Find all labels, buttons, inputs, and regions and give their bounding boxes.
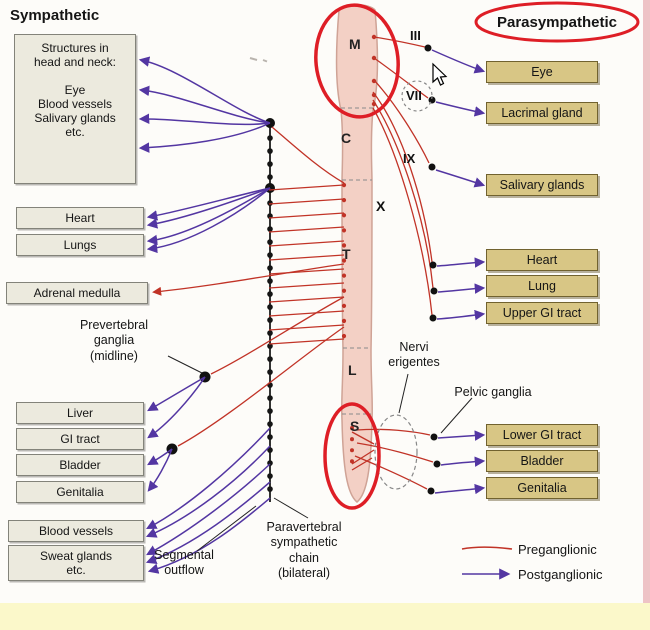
legend-preganglionic-line [461, 546, 513, 550]
nerve-ix-label: IX [403, 151, 416, 166]
right-box-lacrimal-gland: Lacrimal gland [486, 102, 598, 124]
nerve-iii-label: III [410, 28, 421, 43]
parasympathetic-heading: Parasympathetic [496, 14, 618, 31]
prevertebral-ganglia-dots [166, 371, 211, 455]
facial-nerve-circle [401, 80, 433, 112]
mouse-cursor-icon [432, 62, 448, 86]
prevertebral-ganglia-label: Prevertebral ganglia (midline) [79, 318, 149, 363]
segment-c: C [341, 130, 352, 146]
left-box-bladder: Bladder [16, 454, 144, 476]
highlight-ellipses [314, 1, 640, 510]
left-box-blood-vessels: Blood vessels [8, 520, 144, 542]
page-edge-pink [643, 0, 650, 604]
parasympathetic-highlight [474, 1, 640, 43]
parasympathetic-ganglia-dots [424, 44, 441, 495]
label-connectors [167, 355, 473, 552]
page-edge-yellow-band [0, 603, 650, 630]
sympathetic-chain [265, 118, 275, 502]
right-box-lung: Lung [486, 275, 598, 297]
cranial-outflow-highlight [314, 3, 400, 119]
segment-m: M [349, 36, 361, 52]
sympathetic-heading: Sympathetic [10, 7, 100, 24]
nervi-erigentes-circle [374, 414, 418, 490]
legend-lines [461, 546, 513, 580]
sacral-outflow-highlight [323, 402, 381, 510]
preganglionic-lines-right [350, 34, 434, 490]
left-box-sweat-glands: Sweat glands etc. [8, 545, 144, 581]
left-box-head-neck: Structures in head and neck: Eye Blood v… [14, 34, 136, 184]
segment-l: L [348, 362, 357, 378]
left-box-gi-tract: GI tract [16, 428, 144, 450]
preganglionic-lines-left [152, 126, 347, 447]
stray-marks [249, 57, 268, 63]
postganglionic-lines-right [431, 49, 486, 495]
nerve-vii-label: VII [406, 88, 422, 103]
right-box-heart: Heart [486, 249, 598, 271]
segmental-outflow-label: Segmental outflow [154, 548, 214, 578]
nerve-x-label: X [376, 198, 386, 214]
right-box-salivary-glands: Salivary glands [486, 174, 598, 196]
postganglionic-lines-left [138, 56, 271, 574]
segment-t: T [342, 246, 351, 262]
left-box-liver: Liver [16, 402, 144, 424]
legend-preganglionic-label: Preganglionic [518, 542, 597, 557]
nervi-erigentes-label: Nervi erigentes [388, 340, 440, 370]
right-box-lower-gi-tract: Lower GI tract [486, 424, 598, 446]
left-box-lungs: Lungs [16, 234, 144, 256]
left-box-adrenal-medulla: Adrenal medulla [6, 282, 148, 304]
right-box-genitalia: Genitalia [486, 477, 598, 499]
pelvic-ganglia-label: Pelvic ganglia [454, 385, 532, 399]
right-box-bladder: Bladder [486, 450, 598, 472]
paravertebral-chain-label: Paravertebral sympathetic chain (bilater… [266, 520, 342, 580]
right-box-upper-gi-tract: Upper GI tract [486, 302, 598, 324]
left-box-heart: Heart [16, 207, 144, 229]
segment-s: S [350, 418, 360, 434]
left-box-genitalia: Genitalia [16, 481, 144, 503]
legend-postganglionic-label: Postganglionic [518, 567, 603, 582]
right-box-eye: Eye [486, 61, 598, 83]
